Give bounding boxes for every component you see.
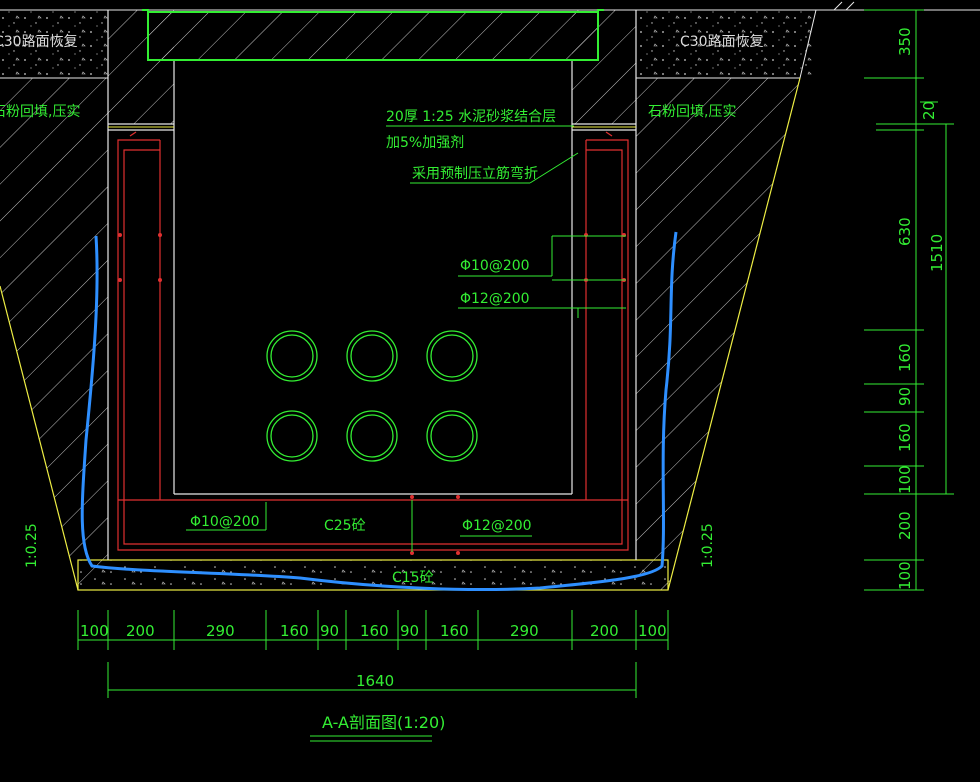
dim-bottom-5: 90 <box>320 622 339 640</box>
soil-hatch-right <box>636 78 800 590</box>
dim-right-160a: 160 <box>896 343 914 372</box>
base-bar-label-right: Φ12@200 <box>462 518 532 534</box>
dim-right-20: 20 <box>920 101 938 120</box>
dim-right-160b: 160 <box>896 423 914 452</box>
dim-right-100b: 100 <box>896 561 914 590</box>
slope-line-right <box>667 77 801 591</box>
dim-right-350: 350 <box>896 27 914 56</box>
dim-bottom-7: 90 <box>400 622 419 640</box>
rebar <box>117 131 629 551</box>
mortar-label-1: 20厚 1:25 水泥砂浆结合层 <box>386 109 556 125</box>
dim-bottom-11: 100 <box>638 622 667 640</box>
dimension-chain-right <box>864 9 954 591</box>
rebar-dots <box>118 233 626 555</box>
road-pavement-right <box>636 10 816 78</box>
wall-bar-label-1: Φ10@200 <box>460 258 530 274</box>
leaders <box>186 125 626 552</box>
road-pavement-left <box>0 10 108 78</box>
drawing-title: A-A剖面图(1:20) <box>322 713 445 732</box>
dim-bottom-4: 160 <box>280 622 309 640</box>
dim-bottom-1: 100 <box>80 622 109 640</box>
conduits <box>266 330 478 462</box>
base-bar-label-left: Φ10@200 <box>190 514 260 530</box>
dim-bottom-8: 160 <box>440 622 469 640</box>
slope-label-left: 1:0.25 <box>24 523 40 568</box>
waterproof-membrane <box>80 231 678 592</box>
road-label-right: C30路面恢复 <box>680 33 764 50</box>
soil-hatch-left <box>0 78 108 590</box>
dim-bottom-9: 290 <box>510 622 539 640</box>
dim-bottom-6: 160 <box>360 622 389 640</box>
mortar-label-2: 加5%加强剂 <box>386 135 464 151</box>
dim-bottom-10: 200 <box>590 622 619 640</box>
dim-right-100a: 100 <box>896 465 914 494</box>
slope-line-left <box>0 285 79 591</box>
cover-slab-outline <box>142 9 604 61</box>
backfill-label-right: 石粉回填,压实 <box>648 104 736 120</box>
slope-label-right: 1:0.25 <box>700 523 716 568</box>
dim-right-630: 630 <box>896 217 914 246</box>
dim-right-1510: 1510 <box>928 234 946 272</box>
wall-bar-label-2: Φ12@200 <box>460 291 530 307</box>
dim-right-200: 200 <box>896 511 914 540</box>
dimension-chain-bottom <box>77 610 669 698</box>
bedding-label: C15砼 <box>392 570 434 586</box>
base-concrete-label: C25砼 <box>324 518 366 534</box>
road-label-left: C30路面恢复 <box>0 33 78 50</box>
dim-bottom-3: 290 <box>206 622 235 640</box>
dim-right-90: 90 <box>896 387 914 406</box>
precast-label: 采用预制压立筋弯折 <box>412 165 538 182</box>
cover-slab-hatch <box>148 12 598 60</box>
backfill-label-left: 石粉回填,压实 <box>0 104 80 120</box>
dim-bottom-2: 200 <box>126 622 155 640</box>
channel-outline <box>107 10 637 560</box>
dim-total-width: 1640 <box>356 672 394 690</box>
